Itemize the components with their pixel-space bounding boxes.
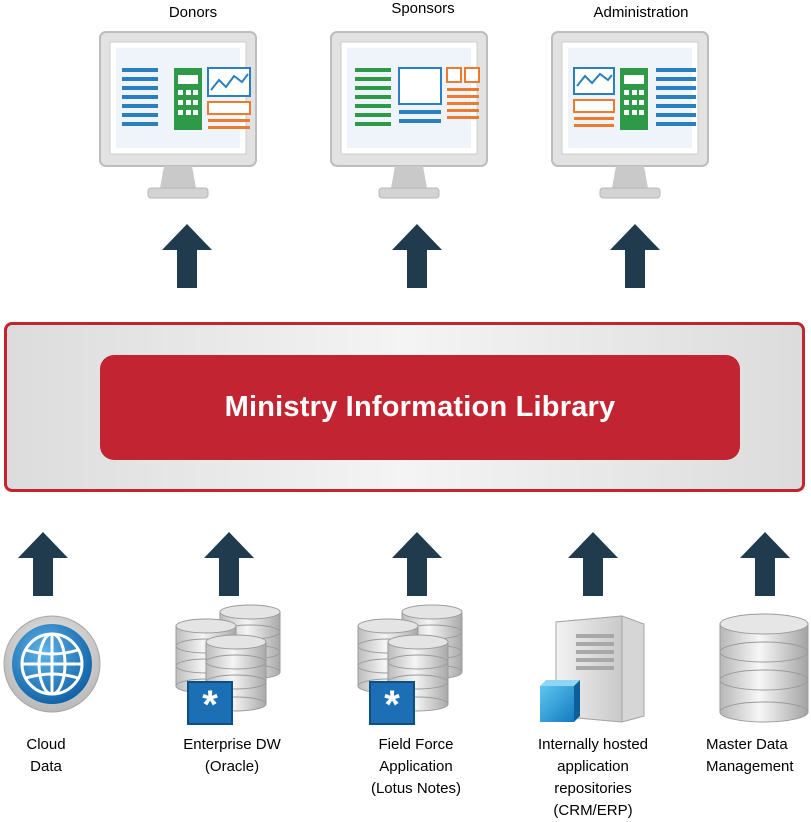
top-label-donors: Donors [168, 4, 218, 21]
top-label-administration: Administration [593, 4, 689, 21]
server-icon [540, 615, 645, 723]
arrow-up-icon [392, 224, 442, 288]
arrow-up-icon [392, 532, 442, 596]
source-label-cloud-data: Cloud Data [26, 736, 66, 775]
database-icon: * [357, 604, 463, 727]
source-label-crm-erp: Internally hosted application repositori… [537, 736, 649, 819]
source-label-field-force: Field Force Application (Lotus Notes) [370, 736, 462, 797]
globe-icon [3, 615, 101, 713]
arrow-up-icon [740, 532, 790, 596]
source-label-master-data: Master Data Management [706, 736, 794, 775]
database-icon [719, 613, 809, 723]
arrow-up-icon [610, 224, 660, 288]
top-label-sponsors: Sponsors [391, 0, 455, 17]
monitor-icon [99, 31, 257, 199]
arrow-up-icon [204, 532, 254, 596]
arrow-up-icon [18, 532, 68, 596]
monitor-icon [551, 31, 709, 199]
source-label-enterprise-dw: Enterprise DW (Oracle) [183, 736, 281, 775]
monitor-icon [330, 31, 488, 199]
library-title: Ministry Information Library [100, 355, 740, 460]
arrow-up-icon [568, 532, 618, 596]
svg-text:*: * [202, 683, 218, 727]
arrow-up-icon [162, 224, 212, 288]
database-icon: * [175, 604, 281, 727]
svg-text:*: * [384, 683, 400, 727]
